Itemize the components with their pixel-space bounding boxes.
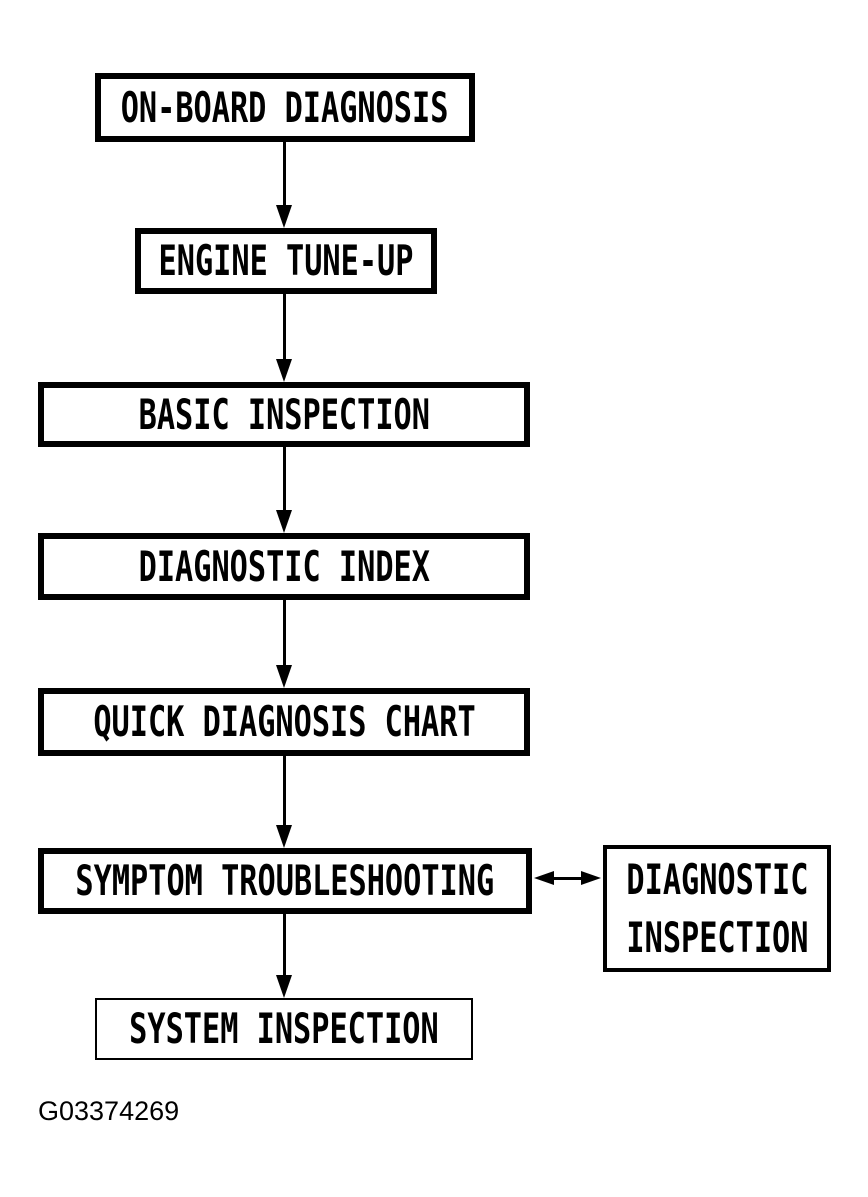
arrow-head-right-icon xyxy=(581,871,601,885)
node-symptom-troubleshooting: SYMPTOM TROUBLESHOOTING xyxy=(38,848,532,914)
node-engine-tune-up: ENGINE TUNE-UP xyxy=(135,228,437,294)
arrow-line xyxy=(283,447,286,511)
node-label-line1: DIAGNOSTIC xyxy=(625,854,809,904)
arrow-line xyxy=(283,142,286,207)
arrow-head-down-icon xyxy=(276,825,292,848)
node-quick-diagnosis-chart: QUICK DIAGNOSIS CHART xyxy=(38,688,530,756)
node-label: ENGINE TUNE-UP xyxy=(158,236,414,285)
arrow-head-down-icon xyxy=(276,665,292,688)
arrow-line xyxy=(283,914,286,976)
arrow-head-left-icon xyxy=(534,871,554,885)
arrow-head-down-icon xyxy=(276,510,292,533)
arrow-head-down-icon xyxy=(276,975,292,998)
node-label: QUICK DIAGNOSIS CHART xyxy=(92,697,476,746)
figure-id: G03374269 xyxy=(38,1096,180,1126)
arrow-line xyxy=(283,294,286,360)
arrow-line xyxy=(283,756,286,826)
node-diagnostic-inspection: DIAGNOSTIC INSPECTION xyxy=(603,845,831,972)
node-label: SYSTEM INSPECTION xyxy=(129,1004,439,1053)
node-system-inspection: SYSTEM INSPECTION xyxy=(95,998,473,1060)
node-label: ON-BOARD DIAGNOSIS xyxy=(121,82,449,132)
node-label: SYMPTOM TROUBLESHOOTING xyxy=(75,856,495,905)
arrow-line xyxy=(283,600,286,666)
node-label: DIAGNOSTIC INDEX xyxy=(138,541,430,591)
node-on-board-diagnosis: ON-BOARD DIAGNOSIS xyxy=(95,73,475,142)
arrow-line xyxy=(550,877,586,880)
node-label: BASIC INSPECTION xyxy=(138,389,430,439)
node-basic-inspection: BASIC INSPECTION xyxy=(38,382,530,447)
node-diagnostic-index: DIAGNOSTIC INDEX xyxy=(38,533,530,600)
node-label-line2: INSPECTION xyxy=(625,912,809,962)
arrow-head-down-icon xyxy=(276,205,292,228)
arrow-head-down-icon xyxy=(276,359,292,382)
